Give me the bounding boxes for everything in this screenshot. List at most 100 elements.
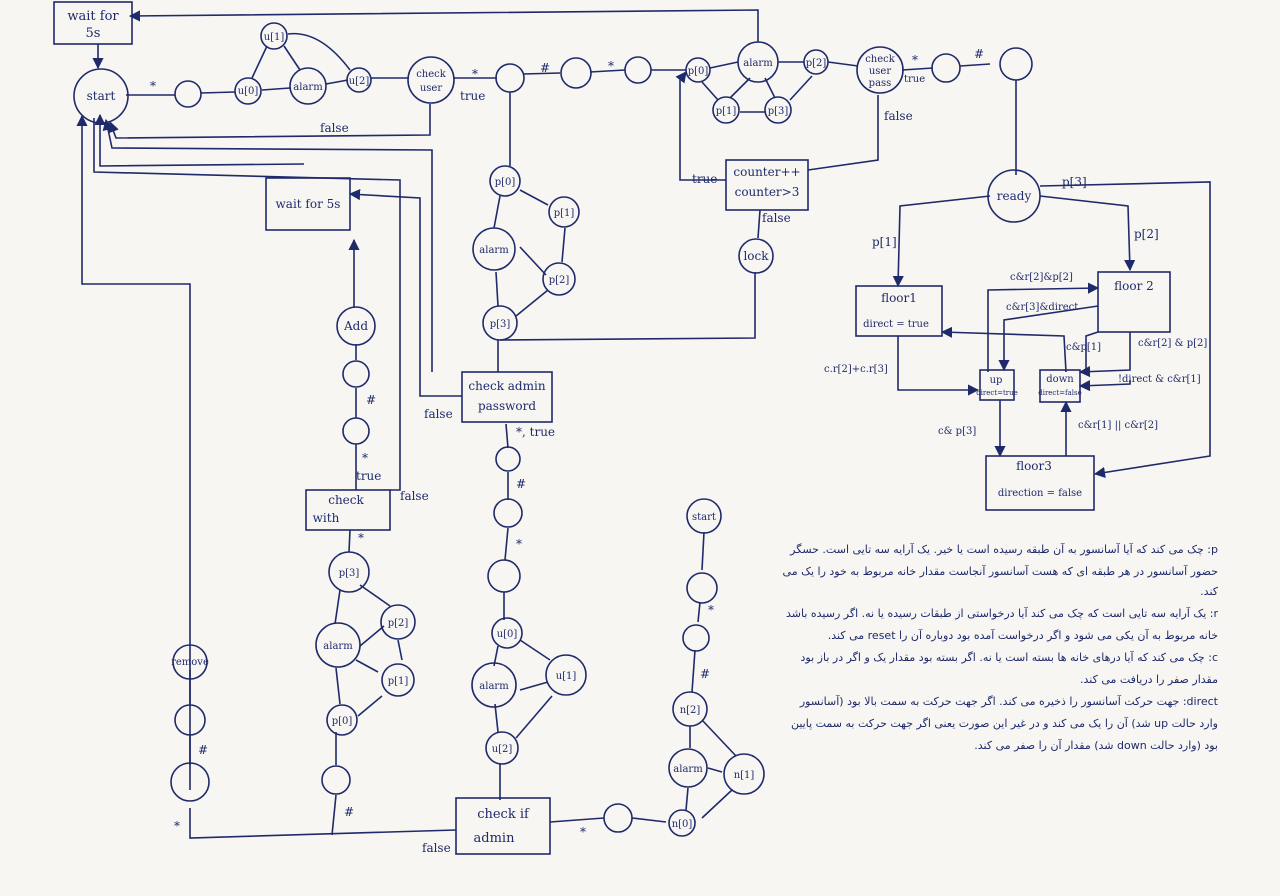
alarm-node-5[interactable]: alarm	[471, 662, 517, 708]
p1-node-top[interactable]: p[1]	[712, 96, 740, 124]
n2-node[interactable]: n[2]	[672, 691, 708, 727]
check-if-admin-box[interactable]: check if admin	[455, 797, 551, 855]
state-node[interactable]	[624, 56, 652, 84]
alarm-text-1: alarm	[293, 82, 323, 93]
check-admin-pw-text2: password	[478, 399, 536, 413]
u2-node-admin[interactable]: u[2]	[485, 731, 519, 765]
note-d-line3: بود (وارد حالت down شد) مقدار آن را صفر …	[974, 739, 1218, 752]
edge-label: #	[700, 667, 710, 681]
state-node[interactable]	[170, 762, 210, 802]
check-user-pass-node[interactable]: check user pass	[856, 46, 904, 94]
floor3-box[interactable]: floor3 direction = false	[985, 455, 1095, 511]
state-node[interactable]	[999, 47, 1033, 81]
u2-text: u[2]	[349, 76, 370, 87]
state-node[interactable]	[487, 559, 521, 593]
edge-alarm-p2c	[359, 625, 385, 647]
start-node-2[interactable]: start	[686, 498, 722, 534]
state-node[interactable]	[495, 63, 525, 93]
state-node[interactable]	[493, 498, 523, 528]
state-node[interactable]	[495, 446, 521, 472]
n1-node[interactable]: n[1]	[723, 753, 765, 795]
state-node[interactable]	[174, 704, 206, 736]
edge-s2-s3	[522, 72, 561, 75]
p1-text-top: p[1]	[716, 106, 737, 117]
state-node[interactable]	[342, 417, 370, 445]
floor1-dir-text: direct = true	[863, 319, 929, 330]
counter-text2: counter>3	[735, 185, 800, 199]
edge-checkadmin-false	[348, 188, 462, 397]
u1-node-admin[interactable]: u[1]	[545, 654, 587, 696]
ready-node[interactable]: ready	[987, 169, 1041, 223]
p2-node-top[interactable]: p[2]	[803, 49, 829, 75]
p3-node-mid[interactable]: p[3]	[482, 305, 518, 341]
p0-node-mid[interactable]: p[0]	[489, 165, 521, 197]
alarm-node-6[interactable]: alarm	[668, 748, 708, 788]
edge-p0-alarm	[709, 61, 739, 69]
u2-node[interactable]: u[2]	[346, 67, 372, 93]
wait-5s-top-text1: wait for	[67, 9, 119, 24]
alarm-text-3: alarm	[479, 245, 509, 256]
u1-node[interactable]: u[1]	[260, 22, 288, 50]
add-node[interactable]: Add	[336, 306, 376, 346]
floor1-box[interactable]: floor1 direct = true	[855, 285, 943, 337]
check-admin-password-box[interactable]: check admin password	[461, 371, 553, 423]
remove-node[interactable]: remove	[171, 644, 209, 680]
state-node[interactable]	[342, 360, 370, 388]
state-node[interactable]	[174, 80, 202, 108]
state-node[interactable]	[682, 624, 710, 652]
p2-text-mid: p[2]	[549, 275, 570, 286]
up-box[interactable]: up direct=true	[976, 369, 1018, 401]
u0-node-admin[interactable]: u[0]	[491, 617, 523, 649]
edge-label: #	[344, 805, 354, 819]
alarm-text-4: alarm	[323, 641, 353, 652]
check-user-node[interactable]: check user	[407, 56, 455, 104]
state-node[interactable]	[560, 57, 592, 89]
p2-node-cw[interactable]: p[2]	[380, 604, 416, 640]
p3-node-top[interactable]: p[3]	[764, 96, 792, 124]
lock-text: lock	[743, 249, 769, 263]
alarm-node-4[interactable]: alarm	[315, 622, 361, 668]
edge-alarm-u2b	[494, 703, 499, 733]
p0-node-top[interactable]: p[0]	[685, 57, 711, 83]
lock-node[interactable]: lock	[738, 238, 774, 274]
edge-label: *	[362, 451, 368, 465]
edge-ready-floor3	[1039, 181, 1211, 478]
edge-label: c&r[2]&p[2]	[1010, 272, 1073, 283]
edge-alarm-u1b	[519, 681, 549, 691]
note-d-line2: وارد حالت up شد) آن را یک می کند و در غی…	[790, 717, 1218, 730]
alarm-node-1[interactable]: alarm	[289, 67, 327, 105]
edges	[76, 9, 1211, 839]
state-node[interactable]	[321, 765, 351, 795]
edge-label: c.r[2]+c.r[3]	[824, 364, 888, 375]
alarm-node-3[interactable]: alarm	[472, 227, 516, 271]
u0-node[interactable]: u[0]	[234, 77, 262, 105]
check-with-text2: with	[313, 511, 340, 525]
edge-bottom-checkadmin	[189, 808, 457, 839]
add-text: Add	[343, 319, 368, 333]
edge-s-bottom	[331, 794, 337, 836]
edge-s-s2b	[697, 601, 701, 623]
state-node[interactable]	[931, 53, 961, 83]
start-node[interactable]: start	[73, 68, 129, 124]
check-user-text2: user	[420, 83, 442, 94]
p0-node-cw[interactable]: p[0]	[326, 704, 358, 736]
n0-node[interactable]: n[0]	[668, 809, 696, 837]
wait-5s-top-box[interactable]: wait for 5s	[53, 1, 133, 45]
wait-5s-mid-text: wait for 5s	[276, 197, 341, 211]
edge-label: *	[912, 53, 918, 67]
alarm-node-2[interactable]: alarm	[737, 41, 779, 83]
u1-text: u[1]	[264, 32, 285, 43]
p2-node-mid[interactable]: p[2]	[542, 262, 576, 296]
counter-box[interactable]: counter++ counter>3	[725, 159, 809, 211]
down-box[interactable]: down direct=false	[1038, 369, 1082, 403]
p1-node-cw[interactable]: p[1]	[381, 663, 415, 697]
check-with-box[interactable]: check with	[305, 489, 391, 531]
floor2-box[interactable]: floor 2	[1097, 271, 1171, 333]
wait-5s-mid-box[interactable]: wait for 5s	[265, 177, 351, 231]
state-node[interactable]	[603, 803, 633, 833]
p3-node-cw[interactable]: p[3]	[328, 551, 370, 593]
edge-u0-alarm	[261, 87, 291, 91]
state-node[interactable]	[686, 572, 718, 604]
p1-node-mid[interactable]: p[1]	[548, 196, 580, 228]
